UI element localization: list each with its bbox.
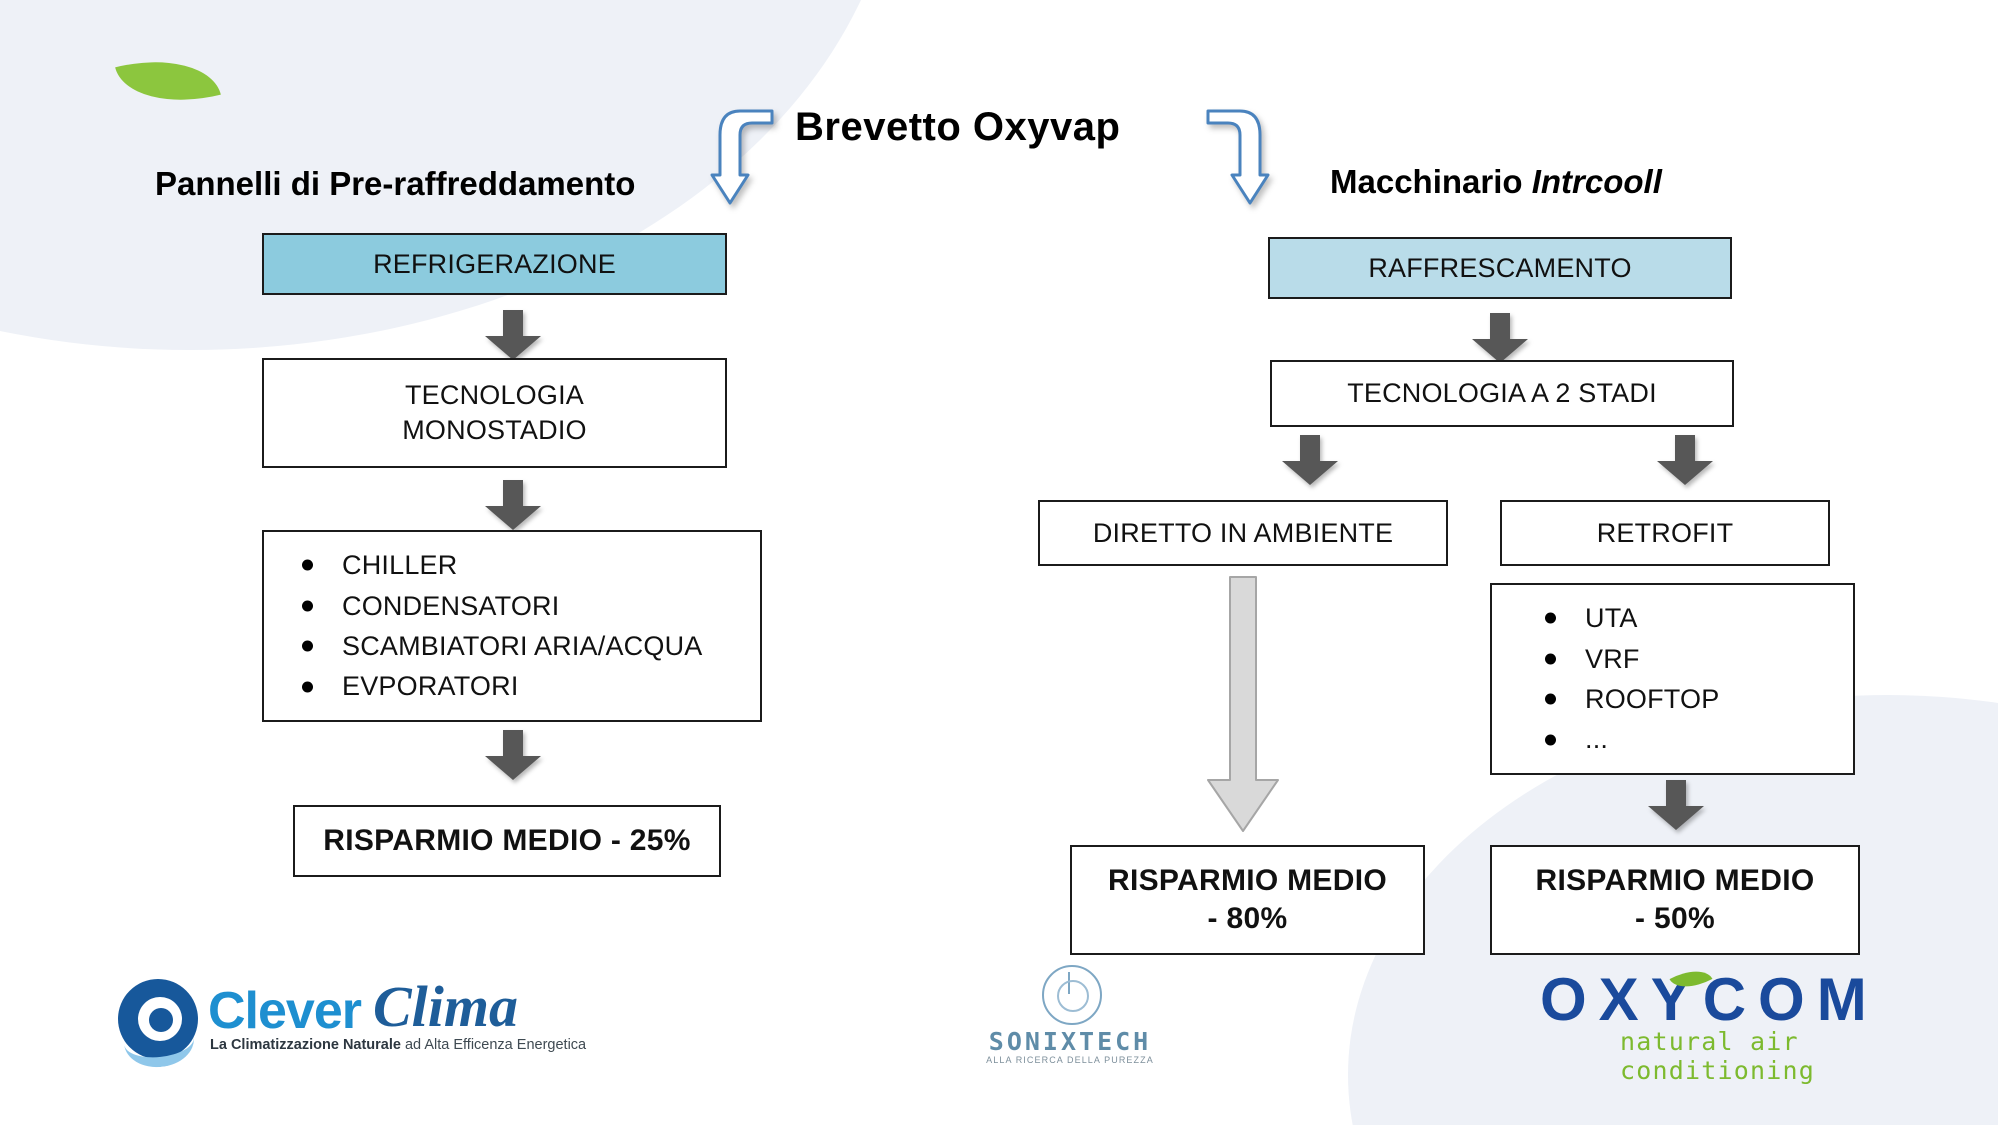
arrow-down-icon-right-1 [1470, 313, 1530, 365]
clever-clima-tagline: La Climatizzazione Naturale ad Alta Effi… [210, 1037, 586, 1053]
box-raffrescamento[interactable]: RAFFRESCAMENTO [1268, 237, 1732, 299]
box-risparmio-medio-25[interactable]: RISPARMIO MEDIO - 25% [293, 805, 721, 877]
clever-clima-logo: Clever Clima La Climatizzazione Naturale… [118, 974, 586, 1071]
sonixtech-mark-icon [1042, 965, 1102, 1025]
arrow-down-icon-left-2 [483, 480, 543, 532]
arrow-down-icon-right-branch-right [1655, 435, 1715, 487]
clever-clima-tagline-bold: La Climatizzazione Naturale [210, 1037, 401, 1053]
curved-arrow-left-icon [710, 105, 780, 210]
arrow-down-icon-right-3 [1646, 780, 1706, 832]
arrow-down-icon-left-3 [483, 730, 543, 782]
tech-line-1: TECNOLOGIA [404, 380, 584, 411]
right-heading-prefix: Macchinario [1330, 163, 1532, 200]
box-diretto-in-ambiente[interactable]: DIRETTO IN AMBIENTE [1038, 500, 1448, 566]
clever-clima-word-1: Clever [208, 982, 362, 1040]
list-item: ... [1537, 721, 1719, 757]
tech-line-2: MONOSTADIO [402, 415, 587, 445]
sonixtech-wordmark: SONIXTECH [988, 1027, 1152, 1056]
components-list: CHILLER CONDENSATORI SCAMBIATORI ARIA/AC… [294, 543, 702, 709]
result-line-1: RISPARMIO MEDIO [1108, 863, 1387, 897]
clever-clima-tagline-rest: ad Alta Efficenza Energetica [400, 1037, 587, 1053]
sonixtech-tagline: ALLA RICERCA DELLA PUREZZA [986, 1055, 1154, 1065]
oxycom-tagline: natural air conditioning [1620, 1027, 1816, 1085]
arrow-down-long-icon [1205, 575, 1281, 835]
left-column-heading: Pannelli di Pre-raffreddamento [155, 165, 636, 202]
box-componenti-list[interactable]: CHILLER CONDENSATORI SCAMBIATORI ARIA/AC… [262, 530, 762, 722]
arrow-down-icon-left-1 [483, 310, 543, 362]
list-item: VRF [1537, 641, 1719, 677]
box-tecnologia-2-stadi[interactable]: TECNOLOGIA A 2 STADI [1270, 360, 1734, 427]
box-tecnologia-monostadio[interactable]: TECNOLOGIA MONOSTADIO [262, 358, 727, 468]
result-line-2: - 80% [1207, 902, 1288, 935]
box-risparmio-medio-50[interactable]: RISPARMIO MEDIO - 50% [1490, 845, 1860, 955]
list-item: CONDENSATORI [294, 588, 702, 624]
clever-clima-word-2: Clima [373, 974, 519, 1039]
right-heading-italic: Intrcooll [1531, 163, 1662, 200]
curved-arrow-right-icon [1200, 105, 1270, 210]
box-retrofit-list[interactable]: UTA VRF ROOFTOP ... [1490, 583, 1855, 775]
result-line-2: - 50% [1635, 902, 1715, 935]
list-item: ROOFTOP [1537, 681, 1719, 717]
box-risparmio-medio-80[interactable]: RISPARMIO MEDIO - 80% [1070, 845, 1425, 955]
list-item: UTA [1537, 600, 1719, 636]
clever-clima-mark-icon [118, 979, 198, 1059]
page-title: Brevetto Oxyvap [795, 105, 1121, 149]
right-column-heading: Macchinario Intrcooll [1330, 163, 1662, 201]
box-refrigerazione[interactable]: REFRIGERAZIONE [262, 233, 727, 295]
result-line-1: RISPARMIO MEDIO [1535, 863, 1815, 897]
list-item: CHILLER [294, 547, 702, 583]
list-item: SCAMBIATORI ARIA/ACQUA [294, 628, 702, 664]
box-retrofit[interactable]: RETROFIT [1500, 500, 1830, 566]
list-item: EVPORATORI [294, 668, 702, 704]
retrofit-list: UTA VRF ROOFTOP ... [1537, 596, 1719, 762]
sonixtech-logo: SONIXTECH ALLA RICERCA DELLA PUREZZA [970, 965, 1170, 1075]
oxycom-logo: OXYCOM natural air conditioning [1540, 961, 1920, 1085]
arrow-down-icon-right-branch-left [1280, 435, 1340, 487]
